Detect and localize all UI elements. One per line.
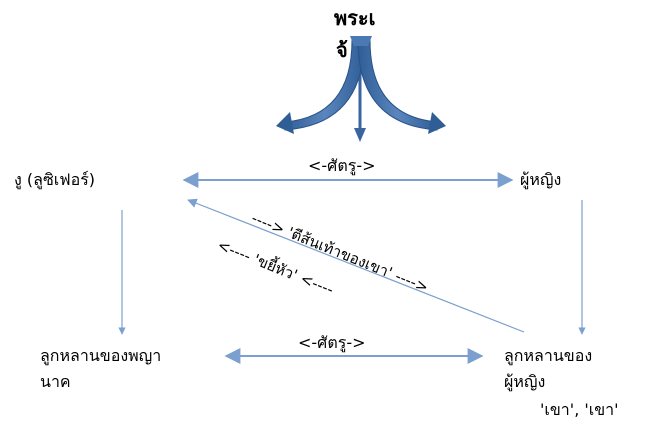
- node-woman-offspring-line-1: ลูกหลานของ: [504, 346, 593, 365]
- edge-label-enmity-bottom: <-ศัตรู->: [298, 333, 366, 352]
- node-woman-offspring-line-2: ผู้หญิง: [504, 372, 546, 391]
- node-serpent-offspring-line-1: ลูกหลานของพญา: [40, 346, 162, 365]
- title-line-1: พระเ: [334, 6, 376, 30]
- node-woman: ผู้หญิง: [520, 170, 562, 189]
- god-split-arrow-icon: [276, 36, 446, 142]
- edge-label-enmity-top: <-ศัตรู->: [308, 156, 376, 175]
- diagonal-connector: [187, 198, 525, 333]
- node-serpent-offspring-line-2: นาค: [40, 372, 71, 391]
- node-woman-offspring-line-3: 'เขา', 'เขา': [540, 400, 619, 419]
- title-line-2: จ้: [336, 38, 348, 62]
- node-serpent: งู (ลูซิเฟอร์): [14, 170, 96, 189]
